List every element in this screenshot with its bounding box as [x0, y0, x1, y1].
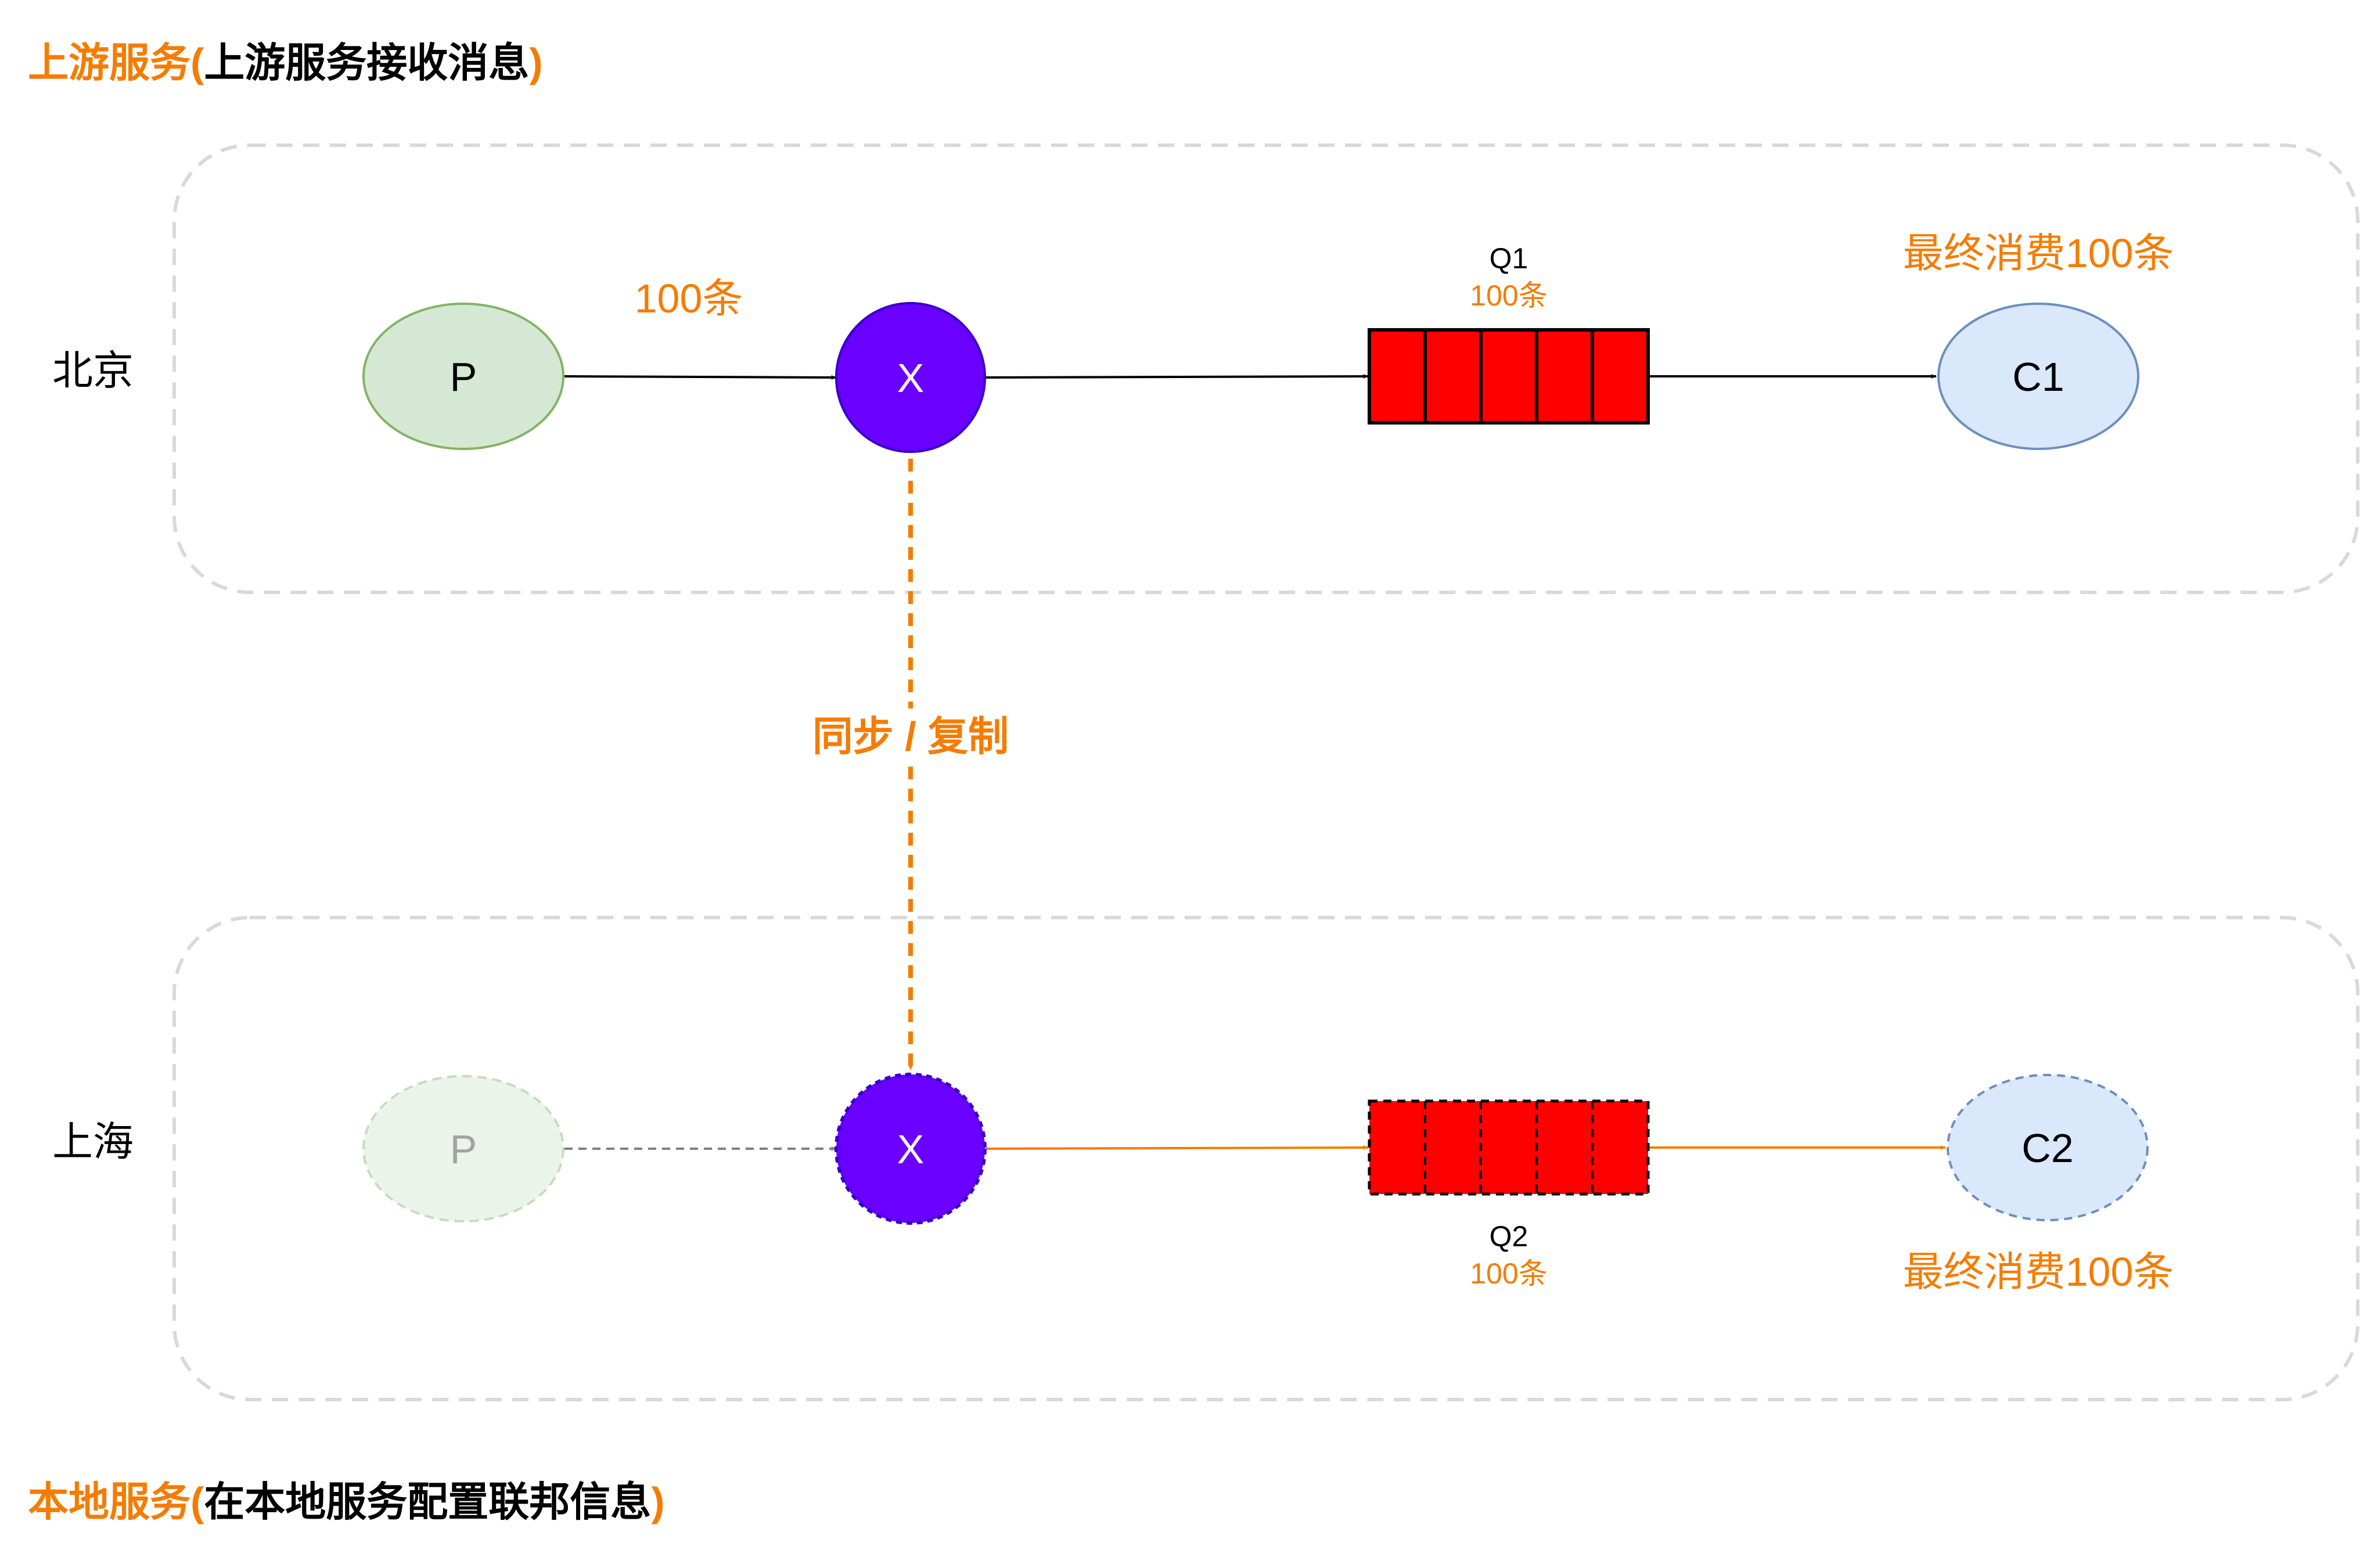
- beijing-queue-name: Q1: [1490, 242, 1528, 275]
- upstream-heading-suffix: ): [529, 40, 542, 85]
- local-heading: 本地服务(在本地服务配置联邦信息): [28, 1479, 665, 1524]
- beijing-p-to-x-arrow: [564, 375, 837, 380]
- shanghai-queue-q2: [1368, 1099, 1650, 1196]
- beijing-queue-q1: [1368, 328, 1650, 425]
- beijing-exchange-node: X: [835, 302, 986, 453]
- upstream-heading-prefix: 上游服务(: [28, 40, 204, 85]
- beijing-label: 北京: [52, 348, 134, 393]
- shanghai-label: 上海: [52, 1119, 134, 1164]
- shanghai-queue-count: 100条: [1470, 1257, 1547, 1290]
- local-heading-detail: 在本地服务配置联邦信息: [204, 1479, 651, 1524]
- shanghai-region-box: [172, 916, 2359, 1401]
- local-heading-prefix: 本地服务(: [28, 1479, 204, 1524]
- upstream-heading: 上游服务(上游服务接收消息): [28, 40, 543, 85]
- shanghai-consumer-node: C2: [1947, 1074, 2149, 1221]
- local-heading-suffix: ): [651, 1479, 664, 1524]
- beijing-queue-count: 100条: [1470, 279, 1547, 312]
- beijing-x-to-q1-arrow: [985, 374, 1369, 379]
- upstream-heading-detail: 上游服务接收消息: [204, 40, 529, 85]
- shanghai-producer-label: P: [450, 1127, 477, 1172]
- sync-label: 同步 / 复制: [812, 714, 1009, 759]
- shanghai-queue-name: Q2: [1490, 1220, 1528, 1253]
- shanghai-exchange-label: X: [897, 1127, 925, 1172]
- beijing-producer-label: P: [450, 354, 477, 400]
- beijing-exchange-label: X: [897, 355, 925, 401]
- shanghai-producer-node: P: [362, 1075, 564, 1222]
- shanghai-exchange-node: X: [835, 1073, 987, 1225]
- beijing-consumer-label: C1: [2012, 354, 2064, 400]
- shanghai-consumed-note: 最终消费100条: [1903, 1249, 2174, 1294]
- beijing-publish-count: 100条: [635, 276, 743, 321]
- shanghai-consumer-label: C2: [2022, 1125, 2073, 1171]
- beijing-producer-node: P: [362, 303, 564, 450]
- shanghai-x-to-q2-arrow: [985, 1145, 1369, 1150]
- beijing-region-box: [172, 143, 2359, 594]
- beijing-consumed-note: 最终消费100条: [1903, 231, 2174, 276]
- beijing-consumer-node: C1: [1937, 303, 2139, 450]
